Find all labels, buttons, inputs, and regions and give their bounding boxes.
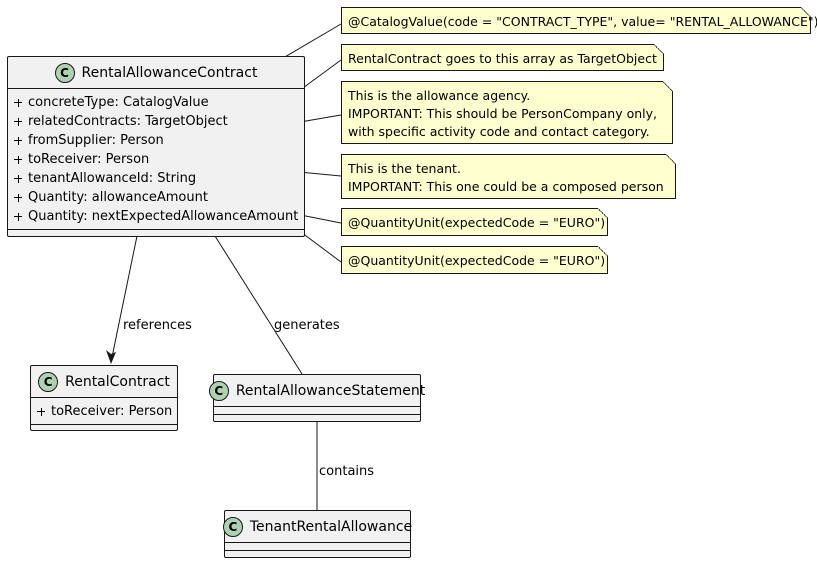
class-rental-allowance-contract: C RentalAllowanceContract concreteType: … — [7, 56, 305, 237]
class-tenant-rental-allowance: C TenantRentalAllowance — [222, 510, 413, 558]
class-field: toReceiver: Person — [31, 402, 177, 421]
class-fields — [225, 543, 410, 551]
class-header: C TenantRentalAllowance — [222, 511, 413, 543]
public-visibility-icon — [14, 98, 22, 107]
class-field: toReceiver: Person — [8, 150, 304, 169]
class-header: C RentalContract — [31, 366, 177, 398]
class-c-icon: C — [208, 380, 229, 401]
class-c-icon: C — [222, 516, 243, 537]
class-field: Quantity: nextExpectedAllowanceAmount — [8, 207, 304, 226]
public-visibility-icon — [14, 174, 22, 183]
public-visibility-icon — [14, 136, 22, 145]
edge-references-arrowhead — [106, 350, 116, 364]
public-visibility-icon — [37, 407, 45, 416]
class-name: TenantRentalAllowance — [249, 518, 413, 535]
public-visibility-icon — [14, 212, 22, 221]
class-name: RentalAllowanceContract — [81, 64, 258, 81]
note-quantity-unit-1: @QuantityUnit(expectedCode = "EURO") — [341, 208, 608, 236]
public-visibility-icon — [14, 155, 22, 164]
class-fields — [214, 407, 420, 415]
class-field: relatedContracts: TargetObject — [8, 112, 304, 131]
class-rental-allowance-statement: C RentalAllowanceStatement — [208, 374, 425, 422]
class-header: C RentalAllowanceStatement — [208, 375, 425, 407]
class-field: Quantity: allowanceAmount — [8, 188, 304, 207]
edge-label-references: references — [123, 318, 192, 333]
edge-label-contains: contains — [319, 464, 375, 479]
note-target-object: RentalContract goes to this array as Tar… — [341, 44, 664, 71]
note-quantity-unit-2: @QuantityUnit(expectedCode = "EURO") — [341, 246, 608, 274]
class-name: RentalContract — [65, 373, 170, 390]
public-visibility-icon — [14, 193, 22, 202]
class-field: concreteType: CatalogValue — [8, 93, 304, 112]
class-c-icon: C — [54, 62, 75, 83]
class-rental-contract: C RentalContract toReceiver: Person — [30, 365, 178, 431]
edge-generates — [214, 235, 303, 375]
class-c-icon: C — [38, 371, 59, 392]
edge-label-generates: generates — [274, 318, 340, 333]
note-catalog-value: @CatalogValue(code = "CONTRACT_TYPE", va… — [341, 7, 817, 34]
edge-references — [110, 235, 138, 363]
class-name: RentalAllowanceStatement — [235, 382, 426, 399]
class-fields: toReceiver: Person — [31, 398, 177, 425]
public-visibility-icon — [14, 117, 22, 126]
note-receiver: This is the tenant. IMPORTANT: This one … — [341, 154, 676, 199]
class-fields: concreteType: CatalogValue relatedContra… — [8, 89, 304, 230]
class-header: C RentalAllowanceContract — [8, 57, 304, 89]
class-field: tenantAllowanceId: String — [8, 169, 304, 188]
class-field: fromSupplier: Person — [8, 131, 304, 150]
note-supplier: This is the allowance agency. IMPORTANT:… — [341, 81, 673, 144]
